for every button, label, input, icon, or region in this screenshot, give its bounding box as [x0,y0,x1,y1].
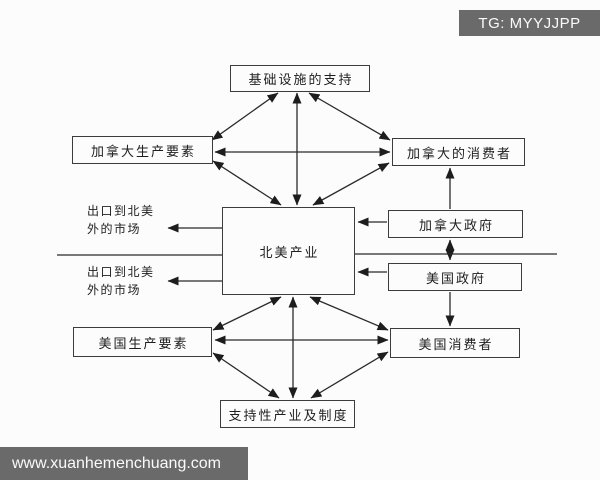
export-market-line1: 出口到北美 [87,265,155,279]
export-market-label-lower: 出口到北美 外的市场 [87,263,155,299]
export-market-line1: 出口到北美 [87,204,155,218]
node-us-government: 美国政府 [388,263,522,291]
node-us-consumers: 美国消费者 [390,328,520,358]
node-canada-consumers: 加拿大的消费者 [392,138,525,166]
tg-watermark-badge: TG: MYYJJPP [459,10,600,36]
node-infrastructure-support: 基础设施的支持 [230,65,370,92]
export-market-label-upper: 出口到北美 外的市场 [87,202,155,238]
export-market-line2: 外的市场 [87,283,142,297]
node-us-production-factors: 美国生产要素 [73,327,212,357]
website-watermark-bar: www.xuanhemenchuang.com [0,447,248,480]
node-canada-government: 加拿大政府 [388,210,523,238]
export-market-line2: 外的市场 [87,222,142,236]
node-canada-production-factors: 加拿大生产要素 [72,136,213,164]
node-supporting-industries: 支持性产业及制度 [220,400,355,428]
node-north-america-industry: 北美产业 [222,207,355,295]
